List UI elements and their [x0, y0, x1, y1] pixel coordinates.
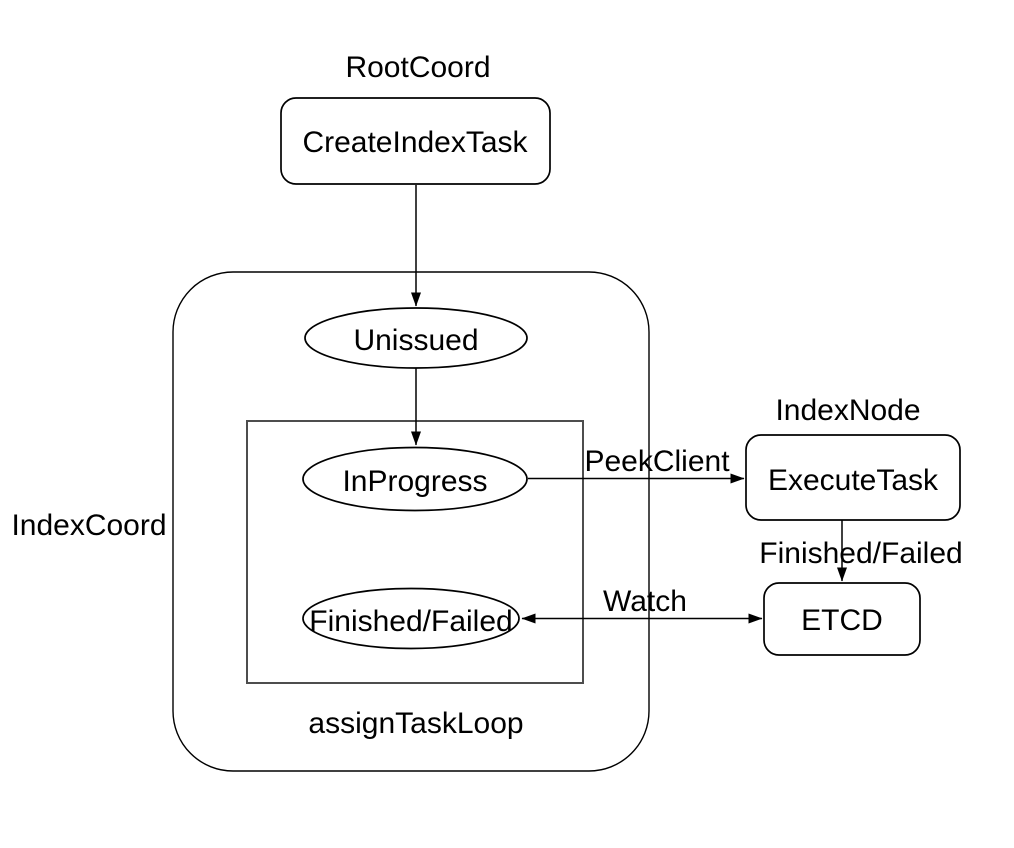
unissued-label: Unissued	[353, 324, 478, 357]
finished-failed-state	[302, 587, 520, 650]
assign-task-loop-box	[246, 420, 584, 684]
index-node-label: IndexNode	[775, 394, 920, 427]
finished-failed-edge-label: Finished/Failed	[759, 537, 962, 570]
execute-task-label: ExecuteTask	[768, 464, 939, 497]
watch-edge-label: Watch	[603, 585, 687, 618]
in-progress-state	[302, 446, 528, 512]
finished-failed-state-label: Finished/Failed	[309, 605, 512, 638]
create-index-task-node	[280, 97, 551, 185]
etcd-label: ETCD	[801, 604, 883, 637]
index-coord-label: IndexCoord	[11, 509, 166, 542]
in-progress-label: InProgress	[342, 465, 487, 498]
create-index-task-label: CreateIndexTask	[302, 126, 528, 159]
peek-client-edge-label: PeekClient	[584, 445, 730, 478]
etcd-node	[763, 582, 921, 656]
assign-task-loop-label: assignTaskLoop	[308, 707, 523, 740]
execute-task-node	[745, 434, 961, 521]
root-coord-label: RootCoord	[345, 51, 490, 84]
index-coord-container	[172, 271, 650, 772]
